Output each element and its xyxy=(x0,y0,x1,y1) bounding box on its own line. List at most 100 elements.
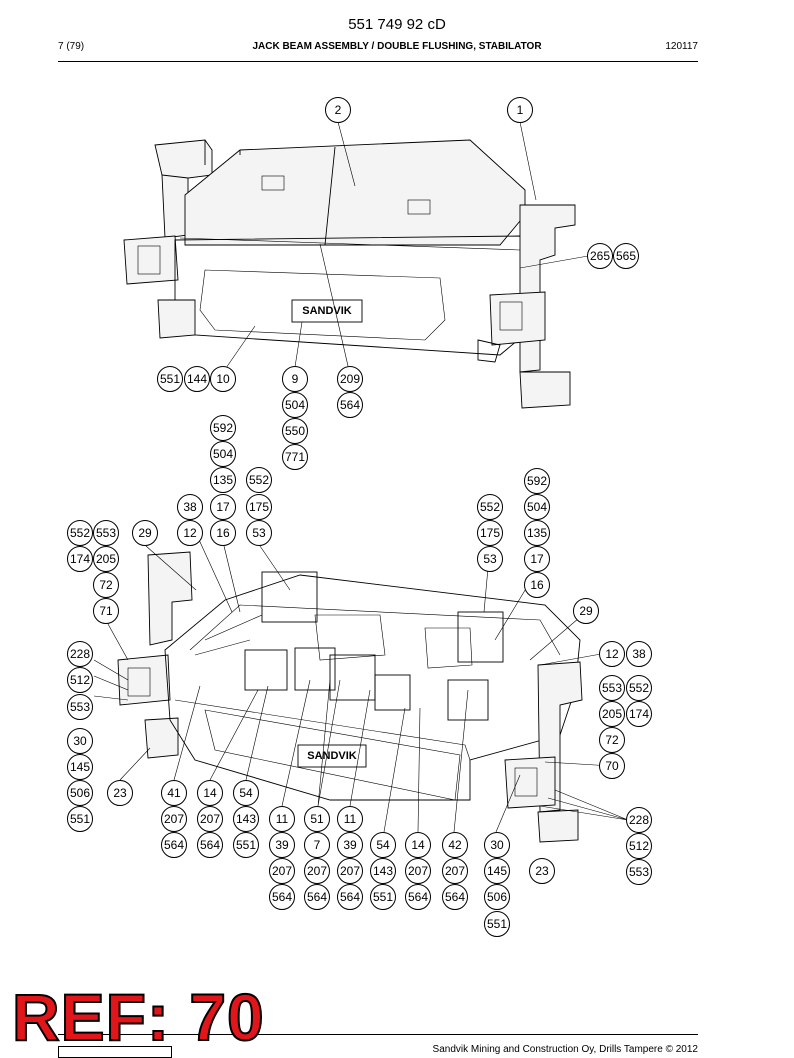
lower-assembly-illustration: SANDVIK xyxy=(93,519,629,843)
lower-callout-57: 506 xyxy=(484,884,510,910)
upper-callout-0: 2 xyxy=(325,97,351,123)
lower-callout-76: 70 xyxy=(599,753,625,779)
callout-label: 11 xyxy=(344,812,357,826)
callout-label: 207 xyxy=(164,812,184,826)
header-rule xyxy=(58,61,698,62)
callout-label: 2 xyxy=(335,103,342,117)
callout-label: 553 xyxy=(629,865,649,879)
lower-callout-42: 11 xyxy=(337,806,363,832)
callout-label: 207 xyxy=(445,864,465,878)
callout-label: 135 xyxy=(213,473,233,487)
callout-label: 174 xyxy=(629,707,649,721)
callout-label: 228 xyxy=(629,813,649,827)
callout-label: 564 xyxy=(445,890,465,904)
callout-label: 551 xyxy=(373,890,393,904)
callout-circle xyxy=(157,366,183,392)
lower-callout-56: 145 xyxy=(484,858,510,884)
callout-circle xyxy=(67,694,93,720)
lower-callout-16: 71 xyxy=(93,598,119,624)
callout-circle xyxy=(405,884,431,910)
lower-callout-14: 205 xyxy=(93,546,119,572)
callout-label: 552 xyxy=(480,500,500,514)
callout-label: 16 xyxy=(530,578,544,592)
lower-callout-24: 23 xyxy=(107,780,133,806)
lower-callout-1: 504 xyxy=(210,441,236,467)
callout-circle xyxy=(524,468,550,494)
callout-label: 552 xyxy=(70,526,90,540)
callout-label: 512 xyxy=(629,839,649,853)
callout-label: 12 xyxy=(605,647,619,661)
svg-text:SANDVIK: SANDVIK xyxy=(302,305,352,317)
callout-label: 228 xyxy=(70,647,90,661)
lower-callout-40: 207 xyxy=(304,858,330,884)
upper-callout-2: 265 xyxy=(587,243,613,269)
lower-callout-64: 16 xyxy=(524,572,550,598)
lower-callout-26: 207 xyxy=(161,806,187,832)
callout-label: 564 xyxy=(164,838,184,852)
lower-callout-21: 145 xyxy=(67,754,93,780)
callout-label: 564 xyxy=(340,890,360,904)
lower-callout-68: 29 xyxy=(573,598,599,624)
callout-label: 207 xyxy=(307,864,327,878)
callout-label: 145 xyxy=(487,864,507,878)
callout-label: 12 xyxy=(183,526,197,540)
callout-label: 53 xyxy=(252,526,266,540)
callout-circle xyxy=(325,97,351,123)
callout-label: 771 xyxy=(285,450,305,464)
callout-label: 71 xyxy=(99,604,113,618)
lower-callout-4: 16 xyxy=(210,520,236,546)
brand-plate-lower: SANDVIK xyxy=(297,744,367,768)
callout-circle xyxy=(337,858,363,884)
callout-circle xyxy=(161,806,187,832)
callout-circle xyxy=(626,701,652,727)
callout-label: 506 xyxy=(487,890,507,904)
callout-label: 11 xyxy=(276,812,289,826)
lower-callout-47: 143 xyxy=(370,858,396,884)
callout-label: 10 xyxy=(216,372,230,386)
lower-callout-66: 175 xyxy=(477,520,503,546)
callout-circle xyxy=(282,418,308,444)
callout-label: 174 xyxy=(70,552,90,566)
callout-circle xyxy=(599,727,625,753)
lower-callout-7: 552 xyxy=(246,467,272,493)
callout-circle xyxy=(197,780,223,806)
callout-circle xyxy=(269,832,295,858)
upper-callout-7: 9 xyxy=(282,366,308,392)
callout-label: 17 xyxy=(530,552,544,566)
callout-circle xyxy=(304,832,330,858)
lower-callout-32: 143 xyxy=(233,806,259,832)
lower-callout-12: 29 xyxy=(132,520,158,546)
lower-callout-63: 17 xyxy=(524,546,550,572)
callout-circle xyxy=(67,520,93,546)
callout-circle xyxy=(177,520,203,546)
callout-label: 51 xyxy=(310,812,324,826)
callout-circle xyxy=(626,807,652,833)
lower-callout-48: 551 xyxy=(370,884,396,910)
lower-callout-53: 207 xyxy=(442,858,468,884)
callout-circle xyxy=(210,415,236,441)
callout-label: 38 xyxy=(183,500,197,514)
callout-label: 135 xyxy=(527,526,547,540)
callout-circle xyxy=(233,780,259,806)
callout-circle xyxy=(67,806,93,832)
lower-callout-45: 564 xyxy=(337,884,363,910)
callout-circle xyxy=(282,392,308,418)
callout-circle xyxy=(210,366,236,392)
upper-callout-9: 550 xyxy=(282,418,308,444)
lower-callout-35: 39 xyxy=(269,832,295,858)
callout-label: 30 xyxy=(73,734,87,748)
callout-circle xyxy=(197,832,223,858)
lower-callout-17: 228 xyxy=(67,641,93,667)
callout-label: 29 xyxy=(579,604,593,618)
upper-callout-10: 771 xyxy=(282,444,308,470)
callout-label: 54 xyxy=(239,786,253,800)
callout-circle xyxy=(599,753,625,779)
lower-callout-69: 12 xyxy=(599,641,625,667)
callout-circle xyxy=(93,572,119,598)
callout-circle xyxy=(93,598,119,624)
callout-label: 54 xyxy=(376,838,390,852)
callout-label: 205 xyxy=(602,707,622,721)
callout-label: 23 xyxy=(113,786,127,800)
callout-label: 564 xyxy=(272,890,292,904)
lower-callout-15: 72 xyxy=(93,572,119,598)
